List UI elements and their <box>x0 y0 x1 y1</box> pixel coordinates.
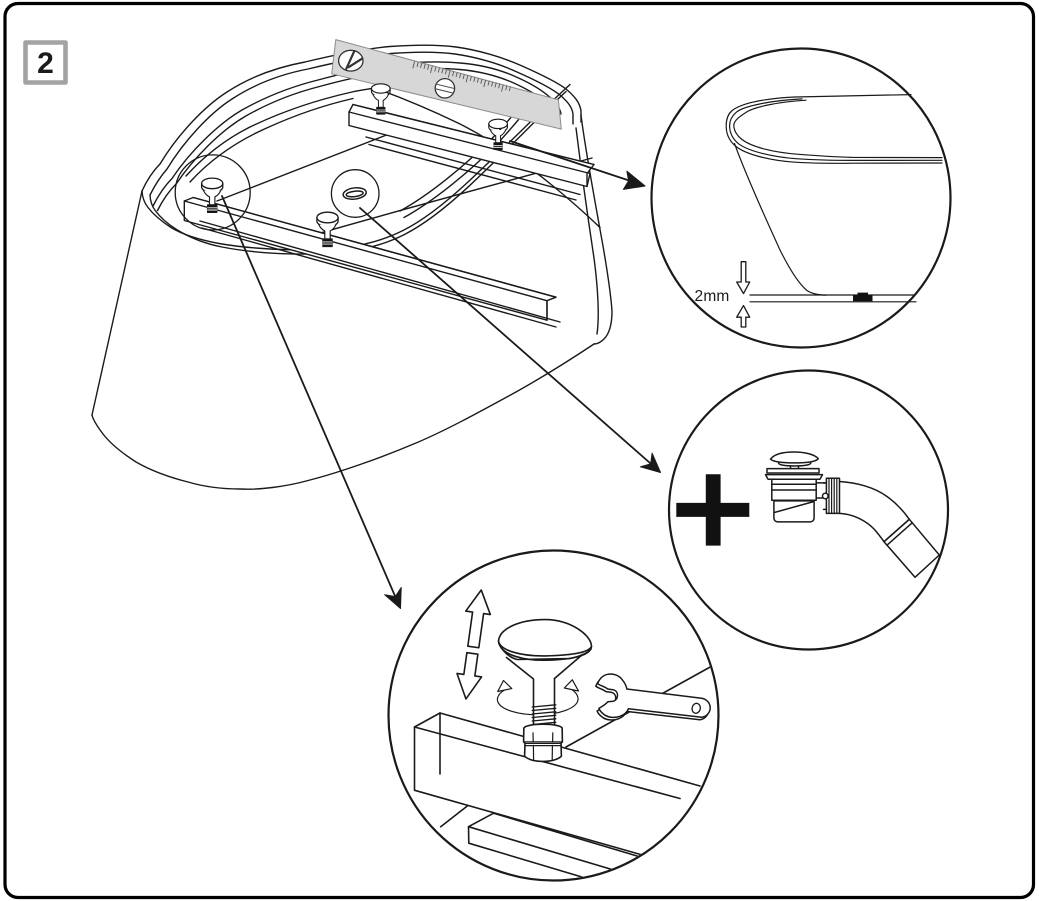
svg-text:2: 2 <box>37 47 54 80</box>
svg-text:2mm: 2mm <box>695 288 730 305</box>
